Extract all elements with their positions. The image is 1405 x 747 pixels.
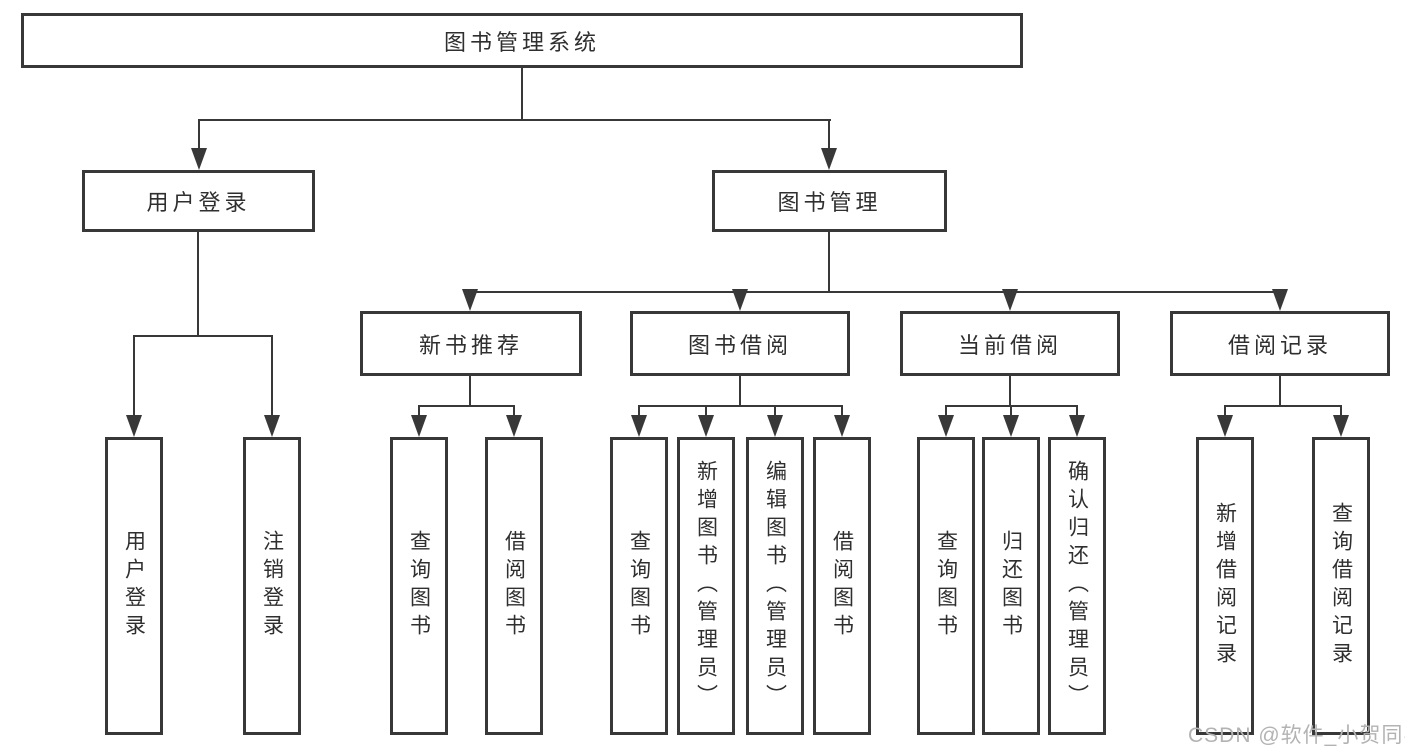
watermark: CSDN @软件_小贺同学 — [1188, 724, 1405, 747]
leaf-current-return-books-label: 归还图书 — [999, 530, 1023, 642]
arrowhead-records-query — [1333, 415, 1349, 437]
arrowhead-borrow-records — [1272, 289, 1288, 311]
connector-level2-bus — [198, 119, 831, 121]
node-book-borrow: 图书借阅 — [630, 311, 850, 376]
connector-recommend-bus — [418, 405, 515, 407]
arrowhead-current-confirm — [1069, 415, 1085, 437]
connector-current-stem — [1009, 376, 1011, 406]
node-book-management: 图书管理 — [712, 170, 947, 232]
leaf-records-query-record: 查询借阅记录 — [1312, 437, 1370, 735]
connector-records-stem — [1279, 376, 1281, 406]
node-user-login-label: 用户登录 — [146, 190, 251, 215]
node-current-borrow: 当前借阅 — [900, 311, 1120, 376]
node-root-label: 图书管理系统 — [443, 29, 600, 55]
leaf-recommend-query-books-label: 查询图书 — [407, 530, 431, 642]
leaf-logout: 注销登录 — [243, 437, 301, 735]
connector-records-drop-1 — [1224, 405, 1226, 416]
connector-book-management-stem — [828, 232, 830, 292]
connector-borrow-stem — [739, 376, 741, 406]
leaf-current-return-books: 归还图书 — [982, 437, 1040, 735]
arrowhead-borrow-query — [631, 415, 647, 437]
arrowhead-new-book-recommend — [462, 289, 478, 311]
node-book-management-label: 图书管理 — [777, 190, 882, 215]
connector-recommend-drop-1 — [418, 405, 420, 416]
arrowhead-borrow-borrow — [834, 415, 850, 437]
connector-user-login-drop-2 — [271, 335, 273, 416]
leaf-borrow-query-books-label: 查询图书 — [627, 530, 651, 642]
arrowhead-records-add — [1217, 415, 1233, 437]
connector-records-bus — [1224, 405, 1342, 407]
arrowhead-borrow-edit — [767, 415, 783, 437]
leaf-borrow-edit-books-admin: 编辑图书（管理员） — [746, 437, 804, 735]
leaf-recommend-borrow-books: 借阅图书 — [485, 437, 543, 735]
leaf-records-query-record-label: 查询借阅记录 — [1329, 502, 1353, 670]
connector-level3-bus — [469, 291, 1281, 293]
connector-level2-drop-left — [198, 119, 200, 149]
arrowhead-leaf-logout — [264, 415, 280, 437]
node-root: 图书管理系统 — [21, 13, 1023, 68]
leaf-recommend-query-books: 查询图书 — [390, 437, 448, 735]
leaf-current-query-books-label: 查询图书 — [934, 530, 958, 642]
connector-borrow-drop-3 — [774, 405, 776, 416]
connector-level2-drop-right — [828, 119, 830, 149]
leaf-logout-label: 注销登录 — [260, 530, 284, 642]
arrowhead-current-return — [1003, 415, 1019, 437]
arrowhead-book-management — [821, 148, 837, 170]
leaf-borrow-borrow-books-label: 借阅图书 — [830, 530, 854, 642]
leaf-borrow-edit-books-admin-label: 编辑图书（管理员） — [763, 460, 787, 712]
connector-recommend-stem — [469, 376, 471, 406]
connector-user-login-bus — [133, 335, 273, 337]
arrowhead-current-borrow — [1002, 289, 1018, 311]
node-borrow-records: 借阅记录 — [1170, 311, 1390, 376]
node-new-book-recommend: 新书推荐 — [360, 311, 582, 376]
leaf-user-login: 用户登录 — [105, 437, 163, 735]
connector-current-drop-2 — [1010, 405, 1012, 416]
connector-user-login-stem — [197, 232, 199, 336]
node-borrow-records-label: 借阅记录 — [1227, 332, 1332, 358]
leaf-borrow-query-books: 查询图书 — [610, 437, 668, 735]
connector-current-drop-3 — [1076, 405, 1078, 416]
connector-borrow-drop-1 — [638, 405, 640, 416]
leaf-current-confirm-return-admin-label: 确认归还（管理员） — [1065, 460, 1089, 712]
connector-borrow-drop-4 — [841, 405, 843, 416]
connector-current-drop-1 — [945, 405, 947, 416]
connector-borrow-bus — [638, 405, 843, 407]
leaf-borrow-add-books-admin: 新增图书（管理员） — [677, 437, 735, 735]
connector-recommend-drop-2 — [513, 405, 515, 416]
node-current-borrow-label: 当前借阅 — [957, 332, 1062, 358]
arrowhead-book-borrow — [732, 289, 748, 311]
leaf-recommend-borrow-books-label: 借阅图书 — [502, 530, 526, 642]
leaf-current-confirm-return-admin: 确认归还（管理员） — [1048, 437, 1106, 735]
connector-records-drop-2 — [1340, 405, 1342, 416]
node-user-login: 用户登录 — [82, 170, 315, 232]
leaf-user-login-label: 用户登录 — [122, 530, 146, 642]
arrowhead-recommend-borrow — [506, 415, 522, 437]
node-new-book-recommend-label: 新书推荐 — [418, 332, 523, 358]
leaf-records-add-record: 新增借阅记录 — [1196, 437, 1254, 735]
arrowhead-recommend-query — [411, 415, 427, 437]
arrowhead-leaf-user-login — [126, 415, 142, 437]
leaf-borrow-add-books-admin-label: 新增图书（管理员） — [694, 460, 718, 712]
arrowhead-user-login — [191, 148, 207, 170]
node-book-borrow-label: 图书借阅 — [687, 332, 792, 358]
leaf-borrow-borrow-books: 借阅图书 — [813, 437, 871, 735]
leaf-current-query-books: 查询图书 — [917, 437, 975, 735]
leaf-records-add-record-label: 新增借阅记录 — [1213, 502, 1237, 670]
connector-user-login-drop-1 — [133, 335, 135, 416]
arrowhead-current-query — [938, 415, 954, 437]
connector-root-stem — [521, 68, 523, 120]
connector-borrow-drop-2 — [705, 405, 707, 416]
arrowhead-borrow-add — [698, 415, 714, 437]
